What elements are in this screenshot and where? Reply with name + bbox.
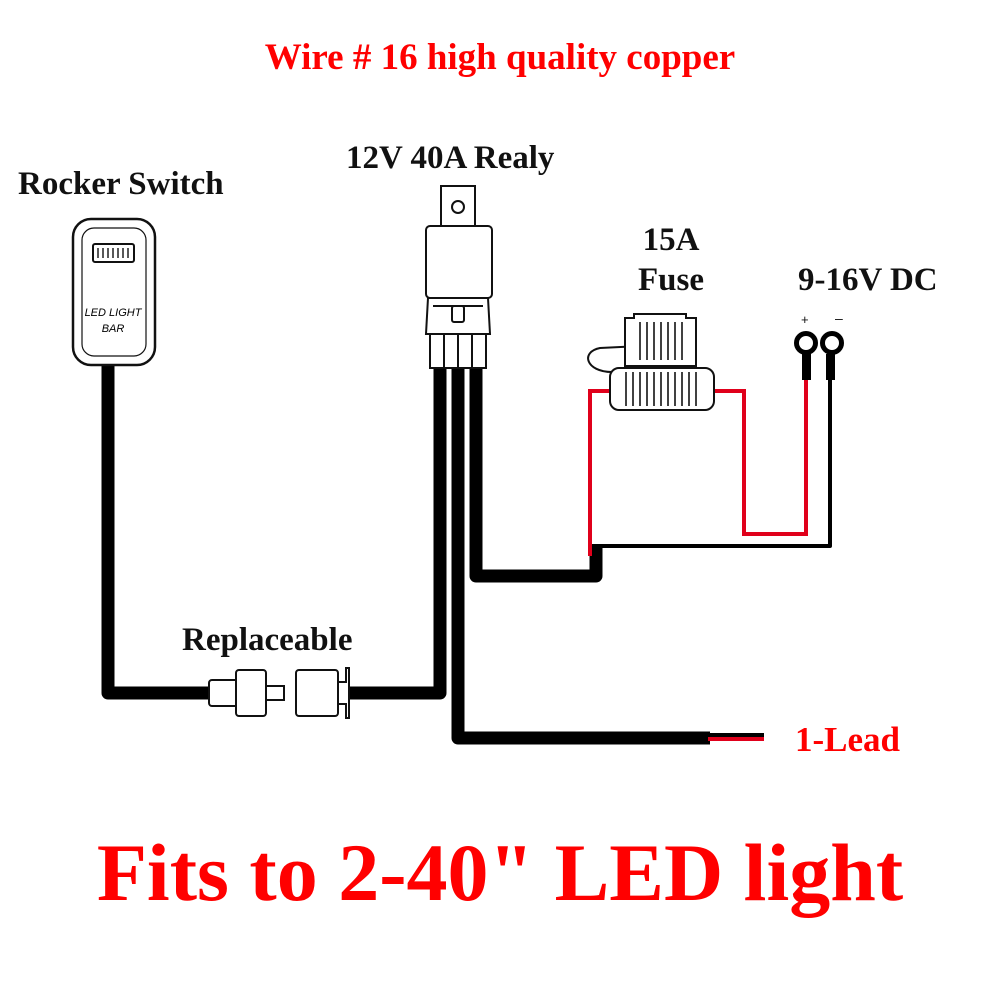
lead-red-end <box>708 737 764 741</box>
replaceable-connector <box>208 667 350 719</box>
connector-female-tail <box>337 667 350 719</box>
fuse-label: Fuse <box>638 262 704 298</box>
relay-mounting-hole <box>451 200 465 214</box>
fuse-left-red-wire <box>588 389 612 556</box>
positive-lead-stub <box>802 354 811 380</box>
footer-headline: Fits to 2-40" LED light <box>96 827 904 918</box>
connector-male-body <box>235 669 267 717</box>
lead-black-end <box>708 733 764 737</box>
red-wires <box>588 375 808 556</box>
connector-to-relay-wire <box>345 365 447 700</box>
connector-male-cap <box>208 679 240 707</box>
replaceable-label: Replaceable <box>182 622 353 658</box>
connector-female-body <box>295 669 339 717</box>
diagram-title: Wire # 16 high quality copper <box>264 37 736 78</box>
fuse-rating-label: 15A <box>642 222 700 258</box>
negative-sign: – <box>835 310 843 326</box>
lead-label: 1-Lead <box>795 720 900 759</box>
positive-ring-terminal <box>794 331 818 355</box>
dc-supply-label: 9-16V DC <box>798 262 938 298</box>
relay <box>424 185 493 369</box>
negative-ring-terminal <box>820 331 844 355</box>
ground-to-negative-wire <box>590 375 832 548</box>
fuse-holder <box>587 313 715 411</box>
switch-face-label-line2: BAR <box>102 323 125 335</box>
positive-sign: + <box>801 312 809 327</box>
fuse-cap-strap <box>587 345 641 373</box>
relay-body <box>425 225 493 299</box>
switch-wire <box>101 365 215 700</box>
relay-to-lead-wire <box>451 365 710 745</box>
black-wires <box>101 365 832 745</box>
fuse-body <box>609 367 715 411</box>
negative-lead-stub <box>826 354 835 380</box>
relay-ground-wire <box>469 365 603 583</box>
connector-male-pin <box>265 685 285 701</box>
rocker-switch-label: Rocker Switch <box>18 166 224 202</box>
rocker-switch: LED LIGHT BAR <box>71 217 157 367</box>
switch-face-label-line1: LED LIGHT <box>85 307 143 319</box>
relay-label: 12V 40A Realy <box>346 140 555 176</box>
fuse-right-red-wire <box>714 375 808 536</box>
